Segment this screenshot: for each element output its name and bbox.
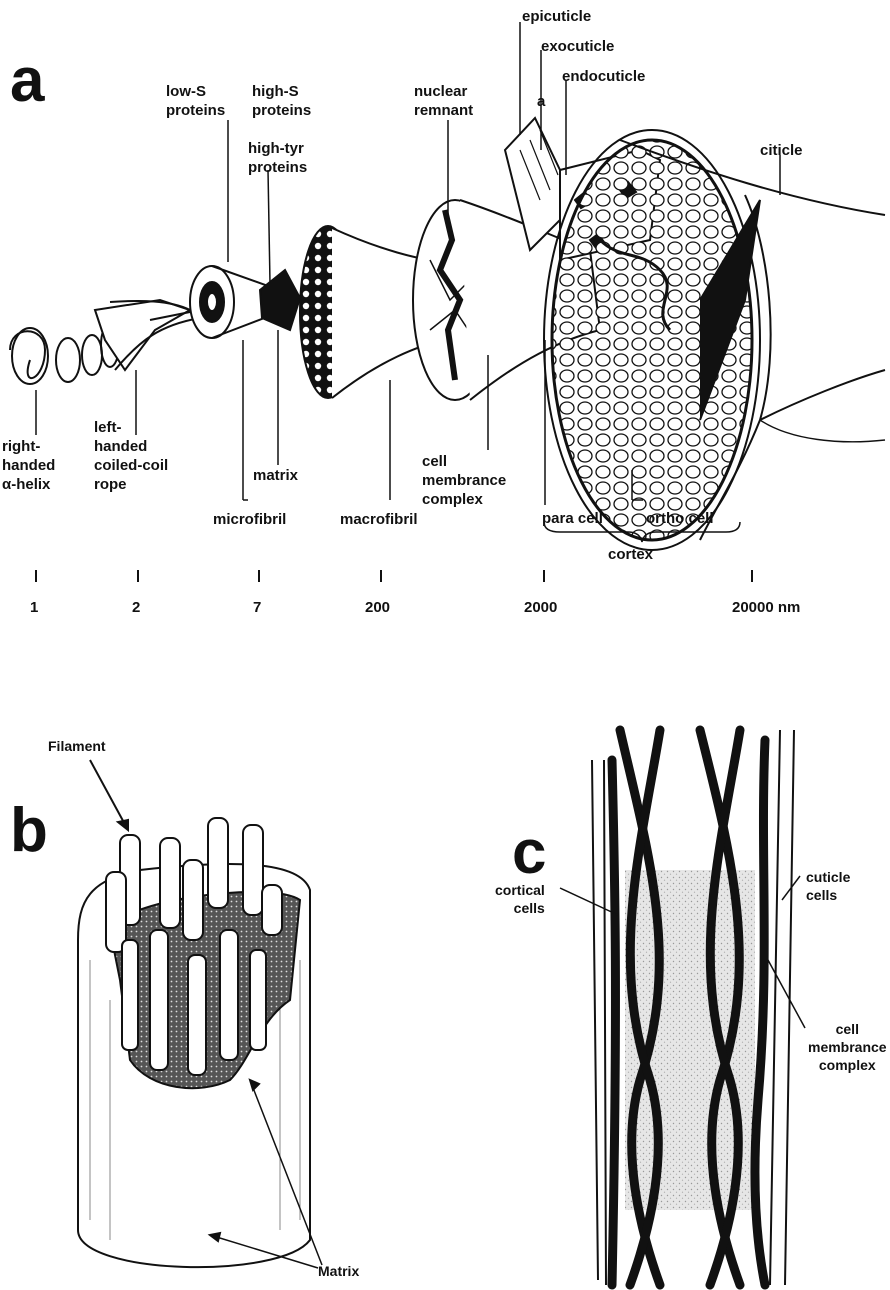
scale-label-2: 2: [132, 598, 140, 617]
label-matrix: matrix: [253, 466, 298, 485]
label-low-s-proteins: low-S proteins: [166, 82, 225, 120]
panel-c-letter: c: [512, 822, 546, 884]
label-ortho-cell: ortho cell: [646, 509, 714, 528]
label-matrix-b: Matrix: [318, 1262, 359, 1280]
coiled-coil-rope: [95, 300, 200, 370]
label-citicle: citicle: [760, 141, 803, 160]
label-filament: Filament: [48, 737, 106, 755]
scale-label-200: 200: [365, 598, 390, 617]
panel-c-illustration: [560, 730, 805, 1285]
scale-label-20000-nm: 20000 nm: [732, 598, 800, 617]
label-nuclear-remnant: nuclear remnant: [414, 82, 473, 120]
label-right-handed-alpha-helix: right- handed α-helix: [2, 437, 55, 494]
label-high-s-proteins: high-S proteins: [252, 82, 311, 120]
panel-b-illustration: [78, 760, 322, 1268]
cuticle-right: [770, 730, 794, 1285]
filament-arrow: [90, 760, 128, 830]
label-macrofibril: macrofibril: [340, 510, 418, 529]
label-cell-membrance-complex: cell membrance complex: [422, 452, 506, 509]
label-left-handed-coiled-coil-rope: left- handed coiled-coil rope: [94, 418, 168, 494]
label-exocuticle: exocuticle: [541, 37, 614, 56]
scale-label-2000: 2000: [524, 598, 557, 617]
matrix-star: [260, 270, 300, 330]
label-microfibril: microfibril: [213, 510, 286, 529]
label-cell-membrance-complex-c: cell membrance complex: [808, 1020, 887, 1074]
label-cuticle-cells: cuticle cells: [806, 868, 850, 904]
label-epicuticle: epicuticle: [522, 7, 591, 26]
label-high-tyr-proteins: high-tyr proteins: [248, 139, 307, 177]
panel-b-letter: b: [10, 800, 48, 862]
scale-ticks: [36, 570, 752, 582]
label-para-cell: para cell: [542, 509, 603, 528]
label-a-marker: a: [537, 92, 545, 111]
label-cortical-cells: cortical cells: [495, 881, 545, 917]
scale-label-1: 1: [30, 598, 38, 617]
label-cortex: cortex: [608, 545, 653, 564]
cuticle-left: [592, 760, 606, 1285]
label-endocuticle: endocuticle: [562, 67, 645, 86]
scale-label-7: 7: [253, 598, 261, 617]
panel-a-letter: a: [10, 50, 44, 112]
